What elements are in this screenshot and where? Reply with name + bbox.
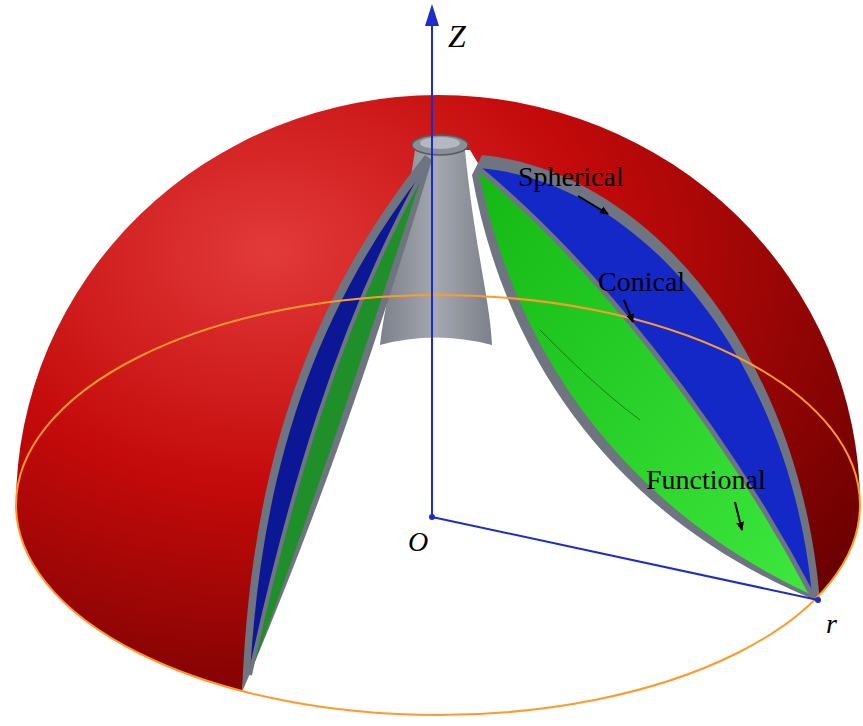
cutaway-interior bbox=[242, 150, 818, 715]
right-petal-rim bbox=[472, 155, 820, 602]
top-hole-inner bbox=[420, 137, 460, 149]
left-petal-functional bbox=[250, 172, 423, 675]
shading-line bbox=[540, 330, 640, 420]
z-axis-arrowhead bbox=[425, 4, 439, 26]
part-label: Functional bbox=[646, 466, 766, 494]
right-petal-functional bbox=[478, 168, 812, 595]
right-petal-spherical bbox=[478, 168, 812, 595]
leader-arrow bbox=[578, 196, 608, 214]
radius-line bbox=[432, 517, 818, 600]
radius-label: r bbox=[826, 610, 837, 638]
leader-arrow bbox=[624, 300, 633, 322]
left-petal-rim bbox=[242, 155, 432, 692]
leader-arrow bbox=[735, 502, 742, 530]
left-petal-divider bbox=[250, 172, 423, 675]
origin-point bbox=[429, 514, 435, 520]
part-label: Conical bbox=[598, 268, 685, 296]
radius-point bbox=[815, 597, 821, 603]
part-label: Spherical bbox=[518, 163, 624, 191]
top-hole bbox=[412, 135, 468, 155]
point-label: O bbox=[408, 528, 428, 556]
right-petal-conical bbox=[478, 168, 812, 595]
spherical-dome bbox=[16, 95, 860, 715]
z-axis bbox=[431, 24, 433, 517]
left-petal-spherical bbox=[250, 172, 423, 675]
axis-label: Z bbox=[448, 20, 466, 52]
equator-ellipse bbox=[16, 295, 860, 715]
